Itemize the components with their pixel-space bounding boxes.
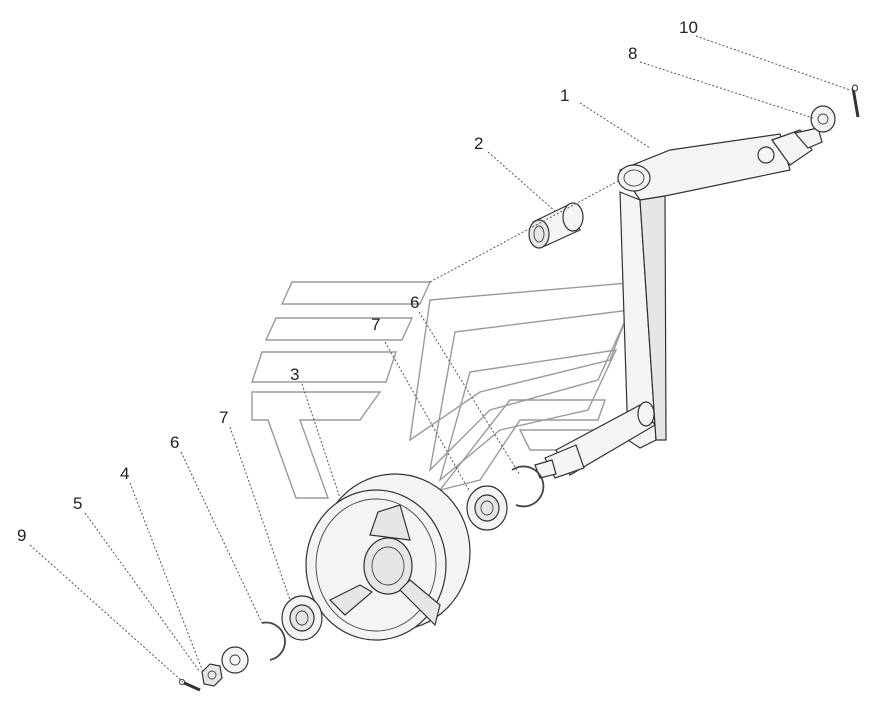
snap-ring-right xyxy=(511,465,545,508)
bearing-right xyxy=(466,485,508,531)
callout-1: 1 xyxy=(560,86,569,105)
cotter-pin-left xyxy=(179,679,201,692)
callout-3: 3 xyxy=(290,365,299,384)
cotter-pin-top xyxy=(851,84,860,118)
snap-ring-left xyxy=(261,621,286,661)
frame-arm xyxy=(534,127,823,479)
callout-2: 2 xyxy=(474,134,483,153)
callouts: 1 2 3 4 5 6 6 7 7 8 9 10 xyxy=(17,18,698,545)
callout-6-left: 6 xyxy=(170,433,179,452)
watermark-logo xyxy=(251,281,642,499)
washer xyxy=(221,646,249,674)
callout-9: 9 xyxy=(17,526,26,545)
callout-6-right: 6 xyxy=(410,293,419,312)
callout-7-right: 7 xyxy=(371,315,380,334)
bearing-left xyxy=(281,595,323,641)
washer-top xyxy=(810,105,836,133)
callout-7-left: 7 xyxy=(219,408,228,427)
callout-8: 8 xyxy=(628,44,637,63)
callout-4: 4 xyxy=(120,464,129,483)
leader-lines xyxy=(29,35,851,683)
wheel xyxy=(305,473,471,641)
callout-5: 5 xyxy=(73,494,82,513)
callout-10: 10 xyxy=(679,18,698,37)
castle-nut xyxy=(201,663,223,687)
bushing xyxy=(528,202,584,249)
